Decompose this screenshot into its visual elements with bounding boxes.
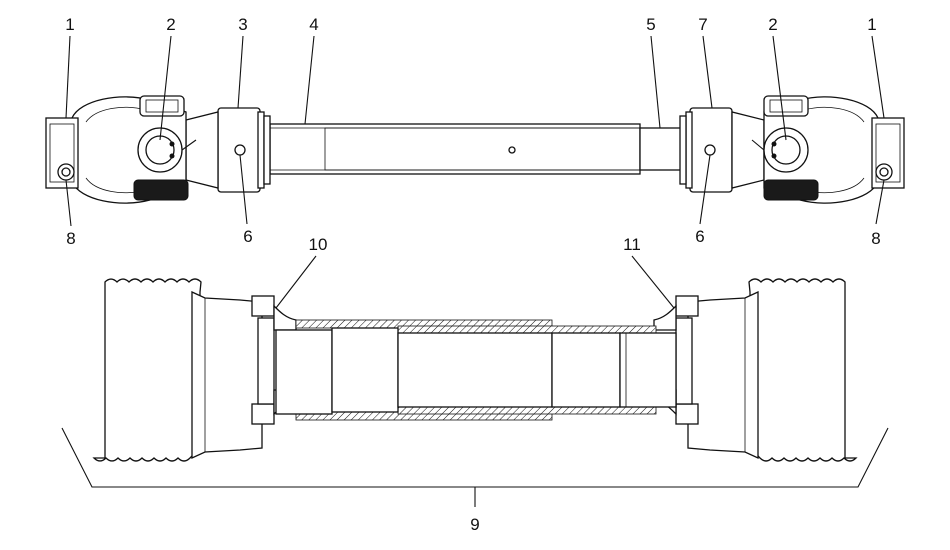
- left-universal-joint: [45, 95, 197, 204]
- left-shield-cone: [185, 107, 271, 193]
- callout-2-right: 2: [768, 15, 777, 34]
- guard-tubes: [275, 319, 677, 421]
- guard-section-assembly: [61, 255, 889, 507]
- bottom-leader-lines: [275, 255, 675, 309]
- left-bellows: [92, 278, 263, 462]
- outer-tube: [269, 123, 641, 175]
- right-shield-cone: [679, 107, 765, 193]
- right-universal-joint: [751, 95, 905, 204]
- callout-labels: 1 2 3 4 5 7 2 1 8 6 6 8 10 11 9: [65, 15, 880, 534]
- callout-5: 5: [646, 15, 655, 34]
- callout-3: 3: [238, 15, 247, 34]
- callout-8-right: 8: [871, 229, 880, 248]
- callout-6-left: 6: [243, 227, 252, 246]
- callout-7: 7: [698, 15, 707, 34]
- callout-6-right: 6: [695, 227, 704, 246]
- guard-bracket: [61, 427, 889, 507]
- right-bellows: [687, 278, 858, 462]
- driveshaft-assembly: [45, 35, 905, 227]
- inner-tube: [639, 127, 683, 171]
- callout-4: 4: [309, 15, 318, 34]
- callout-2-left: 2: [166, 15, 175, 34]
- callout-9: 9: [470, 515, 479, 534]
- top-leader-lines: [65, 35, 885, 227]
- callout-1-left: 1: [65, 15, 74, 34]
- callout-10: 10: [309, 235, 328, 254]
- callout-8-left: 8: [66, 229, 75, 248]
- callout-1-right: 1: [867, 15, 876, 34]
- callout-11: 11: [623, 235, 641, 254]
